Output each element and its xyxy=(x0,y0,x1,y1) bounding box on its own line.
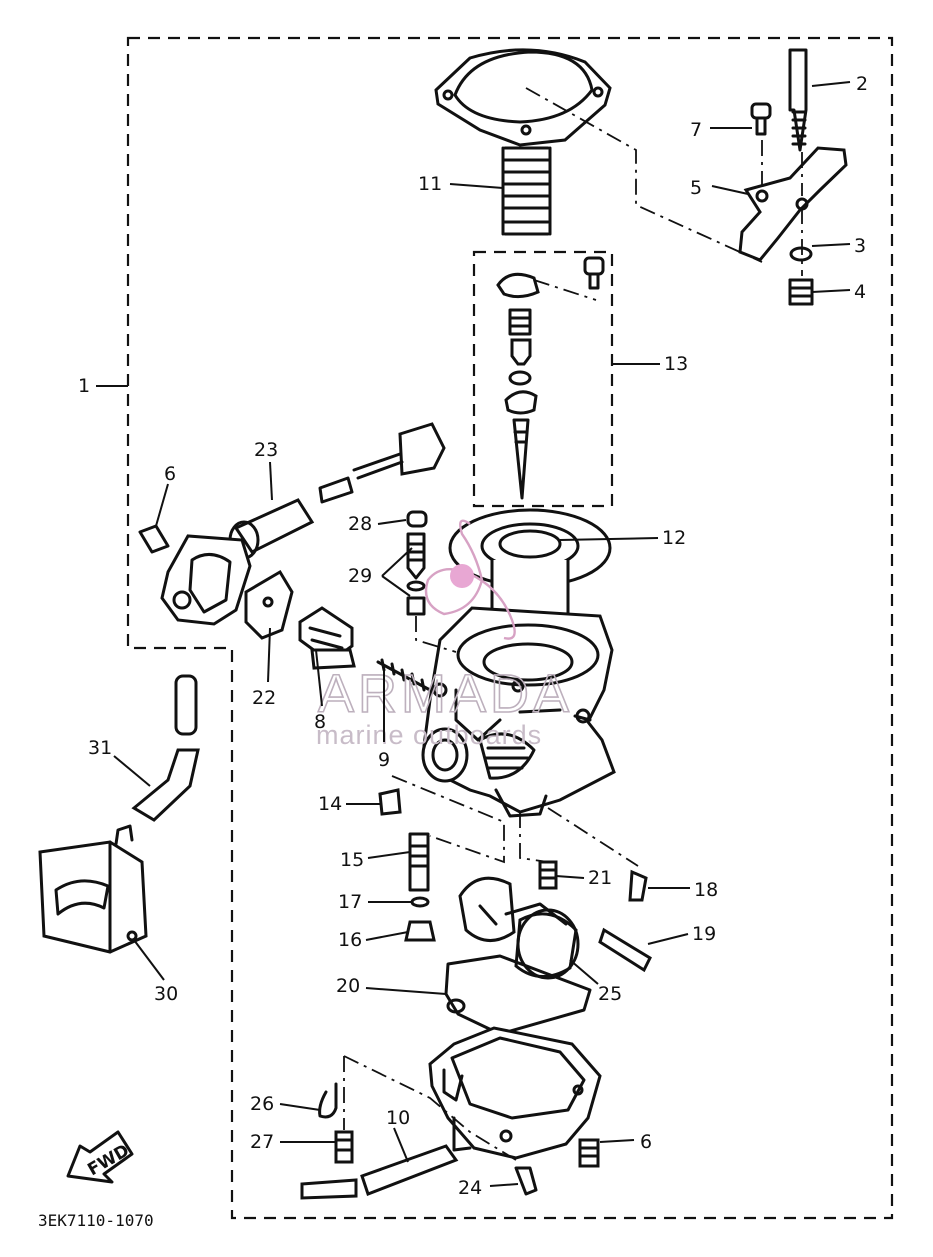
leader-lines xyxy=(96,81,851,1187)
callout-31: 31 xyxy=(88,737,112,759)
callout-26: 26 xyxy=(250,1093,274,1115)
callout-11: 11 xyxy=(418,173,442,195)
callout-12: 12 xyxy=(662,527,686,549)
pilot-screw-set xyxy=(406,510,457,653)
callout-27: 27 xyxy=(250,1131,274,1153)
callout-2: 2 xyxy=(856,73,868,95)
callout-25: 25 xyxy=(598,983,622,1005)
carburetor-body xyxy=(421,606,616,818)
float-and-jets xyxy=(378,775,652,980)
callout-19: 19 xyxy=(692,923,716,945)
jet-needle-assembly xyxy=(472,250,614,508)
callout-13: 13 xyxy=(664,353,688,375)
forward-arrow-icon: FWD xyxy=(66,1130,134,1184)
throttle-linkage xyxy=(525,48,848,306)
callout-20: 20 xyxy=(336,975,360,997)
fwd-label: FWD xyxy=(84,1141,133,1181)
callout-23: 23 xyxy=(254,439,278,461)
callout-15: 15 xyxy=(340,849,364,871)
callout-28: 28 xyxy=(348,513,372,535)
callout-29: 29 xyxy=(348,565,372,587)
starter-plunger xyxy=(138,422,446,640)
callout-7: 7 xyxy=(690,119,702,141)
watermark-tagline: marine outboards xyxy=(316,720,542,750)
callout-6-top: 6 xyxy=(164,463,176,485)
callout-4: 4 xyxy=(854,281,866,303)
callout-17: 17 xyxy=(338,891,362,913)
callout-24: 24 xyxy=(458,1177,482,1199)
callout-10: 10 xyxy=(386,1107,410,1129)
callout-22: 22 xyxy=(252,687,276,709)
vent-hose-and-canister xyxy=(38,674,200,954)
watermark: ARMADA marine outboards xyxy=(316,519,573,750)
watermark-brand: ARMADA xyxy=(318,664,573,724)
callout-9: 9 xyxy=(378,749,390,771)
assembly-boundary xyxy=(126,36,894,1220)
spring xyxy=(501,146,552,236)
float-bowl xyxy=(428,954,602,1160)
callout-8: 8 xyxy=(314,711,326,733)
callout-21: 21 xyxy=(588,867,612,889)
callout-5: 5 xyxy=(690,177,702,199)
callout-18: 18 xyxy=(694,879,718,901)
diagram-code: 3EK7110-1070 xyxy=(38,1211,154,1230)
air-screw-set xyxy=(298,606,448,698)
callout-6-bottom: 6 xyxy=(640,1131,652,1153)
drain-parts xyxy=(300,1055,600,1200)
callout-numbers: 1 2 3 4 5 6 6 7 8 9 10 11 12 13 14 15 16… xyxy=(78,73,868,1199)
callout-16: 16 xyxy=(338,929,362,951)
callout-1: 1 xyxy=(78,375,90,397)
callout-3: 3 xyxy=(854,235,866,257)
callout-30: 30 xyxy=(154,983,178,1005)
carburetor-top-cover xyxy=(434,48,612,147)
callout-14: 14 xyxy=(318,793,342,815)
